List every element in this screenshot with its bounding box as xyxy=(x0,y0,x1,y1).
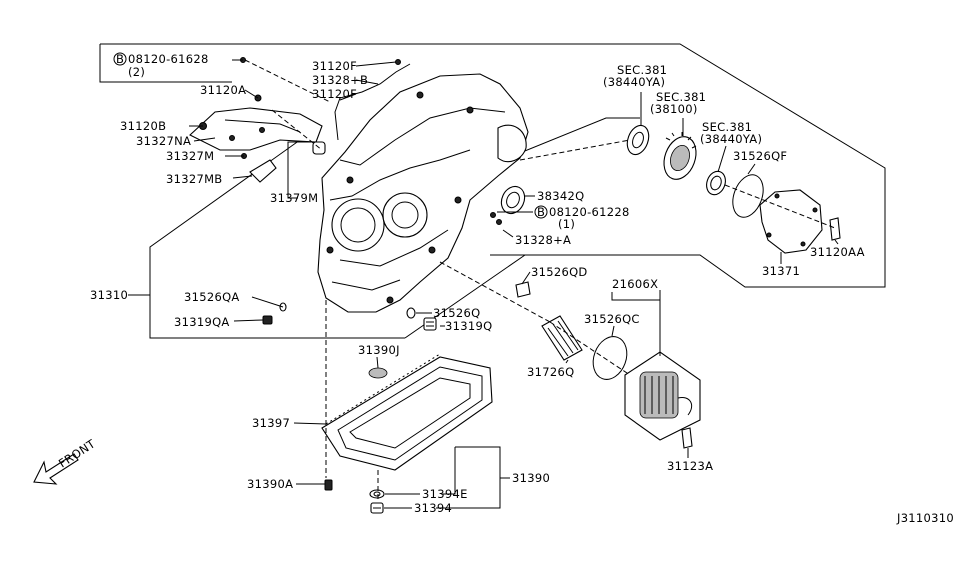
front-arrow: FRONT xyxy=(33,436,98,485)
washer-31394E[interactable] xyxy=(369,489,385,499)
label-31310[interactable]: 31310 xyxy=(90,288,128,302)
dash-line-filter xyxy=(439,261,551,323)
frame-top-right xyxy=(100,43,886,288)
bracket-plate[interactable] xyxy=(189,107,323,151)
diagram-id: J3110310 xyxy=(896,511,954,525)
svg-text:08120-61628: 08120-61628 xyxy=(128,52,209,66)
label-31526QA[interactable]: 31526QA xyxy=(184,290,240,304)
o-ring-31526QC[interactable] xyxy=(587,332,632,384)
svg-text:SEC.381: SEC.381 xyxy=(656,90,706,104)
svg-text:SEC.381: SEC.381 xyxy=(702,120,752,134)
bolt-31120AA[interactable] xyxy=(829,217,841,241)
label-31319QA[interactable]: 31319QA xyxy=(174,315,230,329)
svg-text:(38440YA): (38440YA) xyxy=(603,75,665,89)
label-sec381-c[interactable]: SEC.381 (38440YA) xyxy=(700,120,762,146)
seal-31526Q[interactable] xyxy=(406,307,416,319)
label-31526Q[interactable]: 31526Q xyxy=(433,306,480,320)
label-31328A[interactable]: 31328+A xyxy=(515,233,571,247)
drain-plug-31394[interactable] xyxy=(370,502,384,514)
o-ring-31526QF[interactable] xyxy=(727,171,768,222)
label-31371[interactable]: 31371 xyxy=(762,264,800,278)
label-38342Q[interactable]: 38342Q xyxy=(537,189,584,203)
label-31319Q[interactable]: 31319Q xyxy=(445,319,492,333)
label-31120F-a[interactable]: 31120F xyxy=(312,59,357,73)
label-sec381-b[interactable]: SEC.381 (38100) xyxy=(650,90,706,116)
front-label: FRONT xyxy=(56,436,98,470)
label-31328B[interactable]: 31328+B xyxy=(312,73,368,87)
label-31390J[interactable]: 31390J xyxy=(358,343,400,357)
svg-text:(38440YA): (38440YA) xyxy=(700,132,762,146)
bolt-symbol-b-2: B xyxy=(537,205,545,219)
svg-text:(1): (1) xyxy=(558,217,575,231)
oil-pan-31390[interactable] xyxy=(321,356,493,471)
label-31327NA[interactable]: 31327NA xyxy=(136,134,191,148)
label-31394[interactable]: 31394 xyxy=(414,501,452,515)
oil-cooler-21606X[interactable] xyxy=(624,351,701,441)
leader-lines xyxy=(189,59,839,509)
label-31390A[interactable]: 31390A xyxy=(247,477,293,491)
label-31327MB[interactable]: 31327MB xyxy=(166,172,223,186)
plug-31319Q[interactable] xyxy=(423,317,437,331)
cover-31371[interactable] xyxy=(759,189,823,254)
bolt-31390A[interactable] xyxy=(324,479,333,491)
transmission-case-31310[interactable] xyxy=(317,73,529,313)
oil-seal-38342Q[interactable] xyxy=(497,183,529,218)
dash-line-bracket xyxy=(271,109,323,151)
oil-filter-31726Q[interactable] xyxy=(541,315,583,361)
plug-31319QA[interactable] xyxy=(262,315,273,325)
gear-sec381-38100[interactable] xyxy=(658,132,701,184)
clip-31327MB[interactable] xyxy=(249,159,277,183)
seal-31526QD[interactable] xyxy=(515,281,531,298)
frame-top xyxy=(99,44,232,83)
label-31120A[interactable]: 31120A xyxy=(200,83,246,97)
dash-line-cover xyxy=(724,184,836,229)
bolt-31123A[interactable] xyxy=(681,427,693,449)
svg-text:SEC.381: SEC.381 xyxy=(617,63,667,77)
label-31123A[interactable]: 31123A xyxy=(667,459,713,473)
label-31120F-b[interactable]: 31120F xyxy=(312,87,357,101)
label-31120B[interactable]: 31120B xyxy=(120,119,166,133)
label-31379M[interactable]: 31379M xyxy=(270,191,318,205)
label-31120AA[interactable]: 31120AA xyxy=(810,245,865,259)
seal-sec381-38440YA-b[interactable] xyxy=(703,169,728,198)
magnet-31390J[interactable] xyxy=(368,367,388,379)
label-sec381-a[interactable]: SEC.381 (38440YA) xyxy=(603,63,667,89)
svg-text:(38100): (38100) xyxy=(650,102,698,116)
label-08120-61628[interactable]: B 08120-61628 (2) xyxy=(113,52,209,79)
label-31394E[interactable]: 31394E xyxy=(422,487,468,501)
label-31726Q[interactable]: 31726Q xyxy=(527,365,574,379)
label-31526QF[interactable]: 31526QF xyxy=(733,149,787,163)
label-31390[interactable]: 31390 xyxy=(512,471,550,485)
label-31397[interactable]: 31397 xyxy=(252,416,290,430)
label-31526QC[interactable]: 31526QC xyxy=(584,312,640,326)
label-31526QD[interactable]: 31526QD xyxy=(531,265,588,279)
dash-line-sec381 xyxy=(519,139,631,161)
frame-left-bracket xyxy=(149,139,405,339)
bolt-symbol-b: B xyxy=(116,52,124,66)
gasket-31397[interactable] xyxy=(325,353,441,425)
bolt-31328A[interactable] xyxy=(496,219,502,225)
svg-text:(2): (2) xyxy=(128,65,145,79)
label-08120-61228[interactable]: B 08120-61228 (1) xyxy=(534,205,630,231)
label-21606X[interactable]: 21606X xyxy=(612,277,658,291)
bolt-08120-61228[interactable] xyxy=(490,212,496,218)
label-31327M[interactable]: 31327M xyxy=(166,149,214,163)
seal-sec381-38440YA-a[interactable] xyxy=(623,122,652,157)
svg-text:08120-61228: 08120-61228 xyxy=(549,205,630,219)
